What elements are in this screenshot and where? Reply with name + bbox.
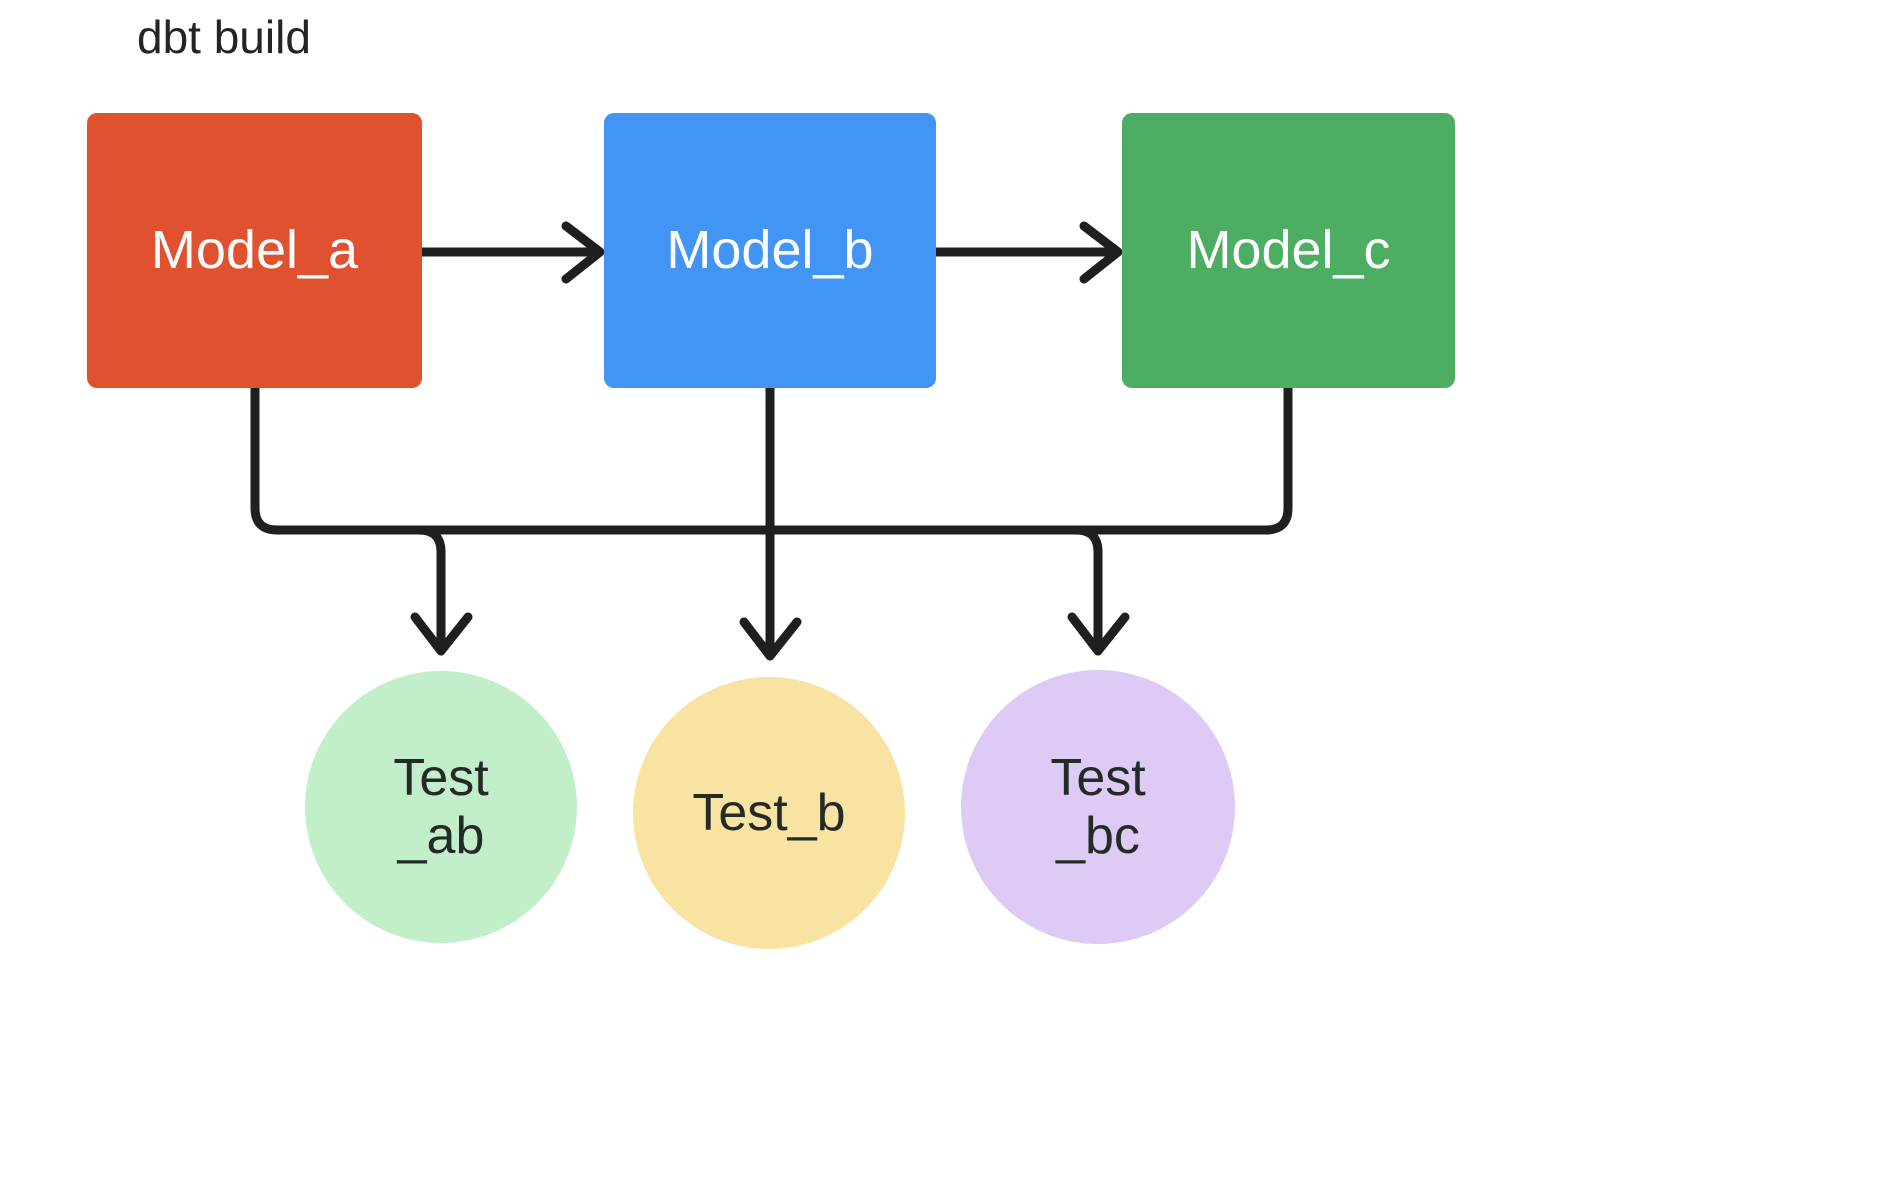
edge-model-a-drop	[250, 383, 1271, 535]
node-model-b[interactable]: Model_b	[604, 113, 936, 388]
node-model-c-label: Model_c	[1186, 220, 1391, 281]
node-test-bc-label: Test _bc	[1050, 748, 1146, 865]
node-model-a[interactable]: Model_a	[87, 113, 422, 388]
edge-bus-to-test-bc	[1071, 525, 1103, 650]
arrowhead-test-ab	[410, 612, 473, 656]
node-test-ab-label: Test _ab	[393, 748, 489, 865]
arrowhead-model-c	[1079, 221, 1123, 284]
edge-bus-to-test-ab	[414, 525, 446, 650]
node-model-a-label: Model_a	[150, 220, 359, 281]
arrowhead-test-b	[739, 617, 802, 661]
node-test-ab[interactable]: Test _ab	[305, 671, 577, 943]
node-test-b[interactable]: Test_b	[633, 677, 905, 949]
node-model-c[interactable]: Model_c	[1122, 113, 1455, 388]
edge-model-c-drop	[1261, 383, 1293, 535]
arrowhead-model-b	[561, 221, 605, 284]
node-test-b-label: Test_b	[692, 783, 846, 842]
node-model-b-label: Model_b	[666, 220, 874, 281]
arrowhead-test-bc	[1067, 612, 1130, 656]
node-test-bc[interactable]: Test _bc	[961, 670, 1235, 944]
page-title: dbt build	[137, 11, 311, 63]
